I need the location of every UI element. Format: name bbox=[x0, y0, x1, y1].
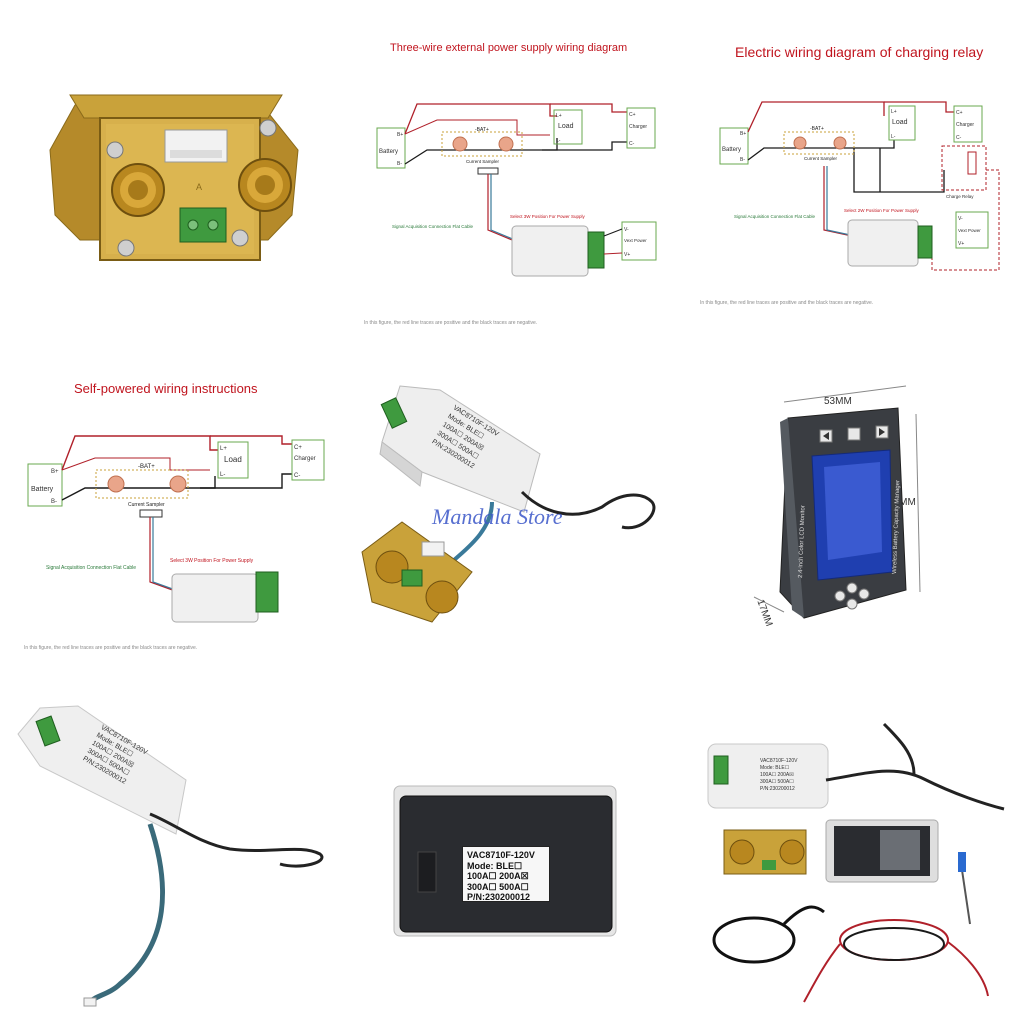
dimension-depth: 17MM bbox=[754, 598, 774, 628]
svg-text:V+: V+ bbox=[624, 252, 630, 258]
svg-text:Select 3W Position For Power S: Select 3W Position For Power Supply bbox=[170, 558, 254, 564]
svg-text:2.4-inch Color LCD Monitor: 2.4-inch Color LCD Monitor bbox=[798, 505, 807, 578]
shunt-board-photo: A bbox=[0, 0, 340, 340]
label-current-b: 300A☐ 500A☐ bbox=[467, 881, 529, 892]
board-letter: A bbox=[196, 182, 202, 192]
svg-text:Load: Load bbox=[224, 455, 242, 464]
diagram-title: Three-wire external power supply wiring … bbox=[390, 42, 628, 54]
svg-text:C-: C- bbox=[956, 135, 962, 141]
device-label: VAC8710F-120V Mode: BLE☐ 100A☐ 200A☒ 300… bbox=[462, 846, 550, 902]
three-wire-wiring: Battery B+ B- -BAT+ Current Sampler Load… bbox=[376, 103, 657, 277]
label-mode: Mode: BLE☐ bbox=[467, 860, 523, 871]
svg-text:Charge Relay: Charge Relay bbox=[946, 194, 974, 199]
charging-relay-diagram: Electric wiring diagram of charging rela… bbox=[684, 0, 1024, 340]
svg-text:B-: B- bbox=[397, 161, 402, 167]
svg-text:Charger: Charger bbox=[629, 124, 647, 130]
svg-text:L+: L+ bbox=[891, 109, 897, 115]
svg-text:B+: B+ bbox=[51, 469, 59, 475]
svg-text:C-: C- bbox=[294, 473, 300, 479]
module-illustration: VAC8710F-120V Mode: BLE☐ 100A☐ 200A☒ 300… bbox=[361, 385, 656, 623]
relay-wiring: Battery B+ B- -BAT+ Current Sampler Load… bbox=[719, 101, 1000, 271]
label-model: VAC8710F-120V bbox=[467, 850, 535, 860]
svg-text:C+: C+ bbox=[956, 110, 963, 116]
svg-text:V-: V- bbox=[958, 216, 963, 222]
label-current-a: 100A☐ 200A☒ bbox=[467, 871, 529, 881]
diagram-title: Electric wiring diagram of charging rela… bbox=[735, 44, 984, 60]
three-wire-diagram: Three-wire external power supply wiring … bbox=[342, 0, 682, 340]
svg-text:Current Sampler: Current Sampler bbox=[128, 502, 165, 508]
svg-text:VAC8710F-120V: VAC8710F-120V bbox=[760, 758, 798, 764]
module-and-shunt-photo: VAC8710F-120V Mode: BLE☐ 100A☐ 200A☒ 300… bbox=[342, 342, 682, 682]
svg-text:-BAT+: -BAT+ bbox=[475, 127, 489, 133]
svg-text:Current Sampler: Current Sampler bbox=[804, 156, 838, 161]
svg-text:Battery: Battery bbox=[31, 486, 54, 493]
diagram-note: In this figure, the red line traces are … bbox=[700, 300, 874, 306]
svg-text:Load: Load bbox=[558, 123, 574, 130]
svg-text:-BAT+: -BAT+ bbox=[138, 464, 155, 470]
store-watermark: Mandala Store bbox=[432, 504, 563, 529]
svg-text:L+: L+ bbox=[556, 113, 562, 119]
package-contents-photo: VAC8710F-120V Mode: BLE☐ 100A☐ 200A☒ 300… bbox=[684, 684, 1024, 1024]
diagram-note: In this figure, the red line traces are … bbox=[24, 645, 198, 651]
module-cable-illustration: VAC8710F-120V Mode: BLE☐ 100A☐ 200A☒ 300… bbox=[17, 705, 324, 1007]
monitor-illustration: 53MM 86MM 17MM 2.4-inch Color LCD Monito… bbox=[753, 385, 921, 628]
svg-text:P/N:230200012: P/N:230200012 bbox=[760, 786, 795, 792]
svg-text:C+: C+ bbox=[294, 445, 302, 451]
svg-text:Vext Power: Vext Power bbox=[958, 228, 981, 233]
svg-text:C-: C- bbox=[629, 141, 635, 147]
svg-text:Charger: Charger bbox=[294, 456, 316, 462]
svg-text:C+: C+ bbox=[629, 112, 636, 118]
svg-text:Wireless Battery Capacity Mana: Wireless Battery Capacity Manager bbox=[892, 480, 901, 574]
svg-text:Vext Power: Vext Power bbox=[624, 238, 647, 243]
self-powered-wiring: Battery B+ B- -BAT+ Current Sampler Load… bbox=[27, 435, 325, 623]
svg-text:Battery: Battery bbox=[722, 147, 741, 153]
svg-text:Signal Acquisition Connection: Signal Acquisition Connection Flat Cable bbox=[46, 565, 136, 571]
svg-text:Signal Acquisition Connection: Signal Acquisition Connection Flat Cable bbox=[734, 214, 816, 219]
svg-text:L+: L+ bbox=[220, 446, 227, 452]
svg-text:L-: L- bbox=[220, 472, 225, 478]
shunt-board-illustration: A bbox=[49, 94, 299, 261]
diagram-title: Self-powered wiring instructions bbox=[74, 381, 258, 396]
svg-text:-BAT+: -BAT+ bbox=[810, 126, 824, 132]
svg-text:L-: L- bbox=[556, 138, 561, 144]
svg-text:Charger: Charger bbox=[956, 122, 974, 128]
svg-text:Signal Acquisition Connection: Signal Acquisition Connection Flat Cable bbox=[392, 224, 474, 229]
svg-text:B+: B+ bbox=[740, 131, 746, 137]
svg-text:100A☐ 200A☒: 100A☐ 200A☒ bbox=[760, 772, 794, 778]
svg-text:L-: L- bbox=[891, 134, 896, 140]
label-pn: P/N:230200012 bbox=[467, 892, 531, 902]
module-cable-photo: VAC8710F-120V Mode: BLE☐ 100A☐ 200A☒ 300… bbox=[0, 684, 340, 1024]
svg-text:Battery: Battery bbox=[379, 149, 398, 155]
svg-text:Mode: BLE☐: Mode: BLE☐ bbox=[760, 765, 790, 771]
svg-text:V+: V+ bbox=[958, 241, 964, 247]
svg-text:B-: B- bbox=[740, 157, 745, 163]
svg-text:Select 3W Position For Power S: Select 3W Position For Power Supply bbox=[510, 214, 586, 219]
svg-text:V-: V- bbox=[624, 227, 629, 233]
package-contents-illustration: VAC8710F-120V Mode: BLE☐ 100A☐ 200A☒ 300… bbox=[707, 722, 1005, 1003]
self-powered-diagram: Self-powered wiring instructions Battery… bbox=[0, 342, 340, 682]
dimension-width: 53MM bbox=[824, 396, 852, 407]
svg-text:Load: Load bbox=[892, 119, 908, 126]
svg-text:Select 2W Position For Power S: Select 2W Position For Power Supply bbox=[844, 208, 920, 213]
svg-text:B+: B+ bbox=[397, 132, 403, 138]
svg-text:300A☐ 500A☐: 300A☐ 500A☐ bbox=[760, 779, 794, 785]
diagram-note: In this figure, the red line traces are … bbox=[364, 320, 538, 326]
svg-text:Current Sampler: Current Sampler bbox=[466, 159, 500, 164]
lcd-monitor-dimensions: 53MM 86MM 17MM 2.4-inch Color LCD Monito… bbox=[684, 342, 1024, 682]
svg-text:B-: B- bbox=[51, 499, 57, 505]
